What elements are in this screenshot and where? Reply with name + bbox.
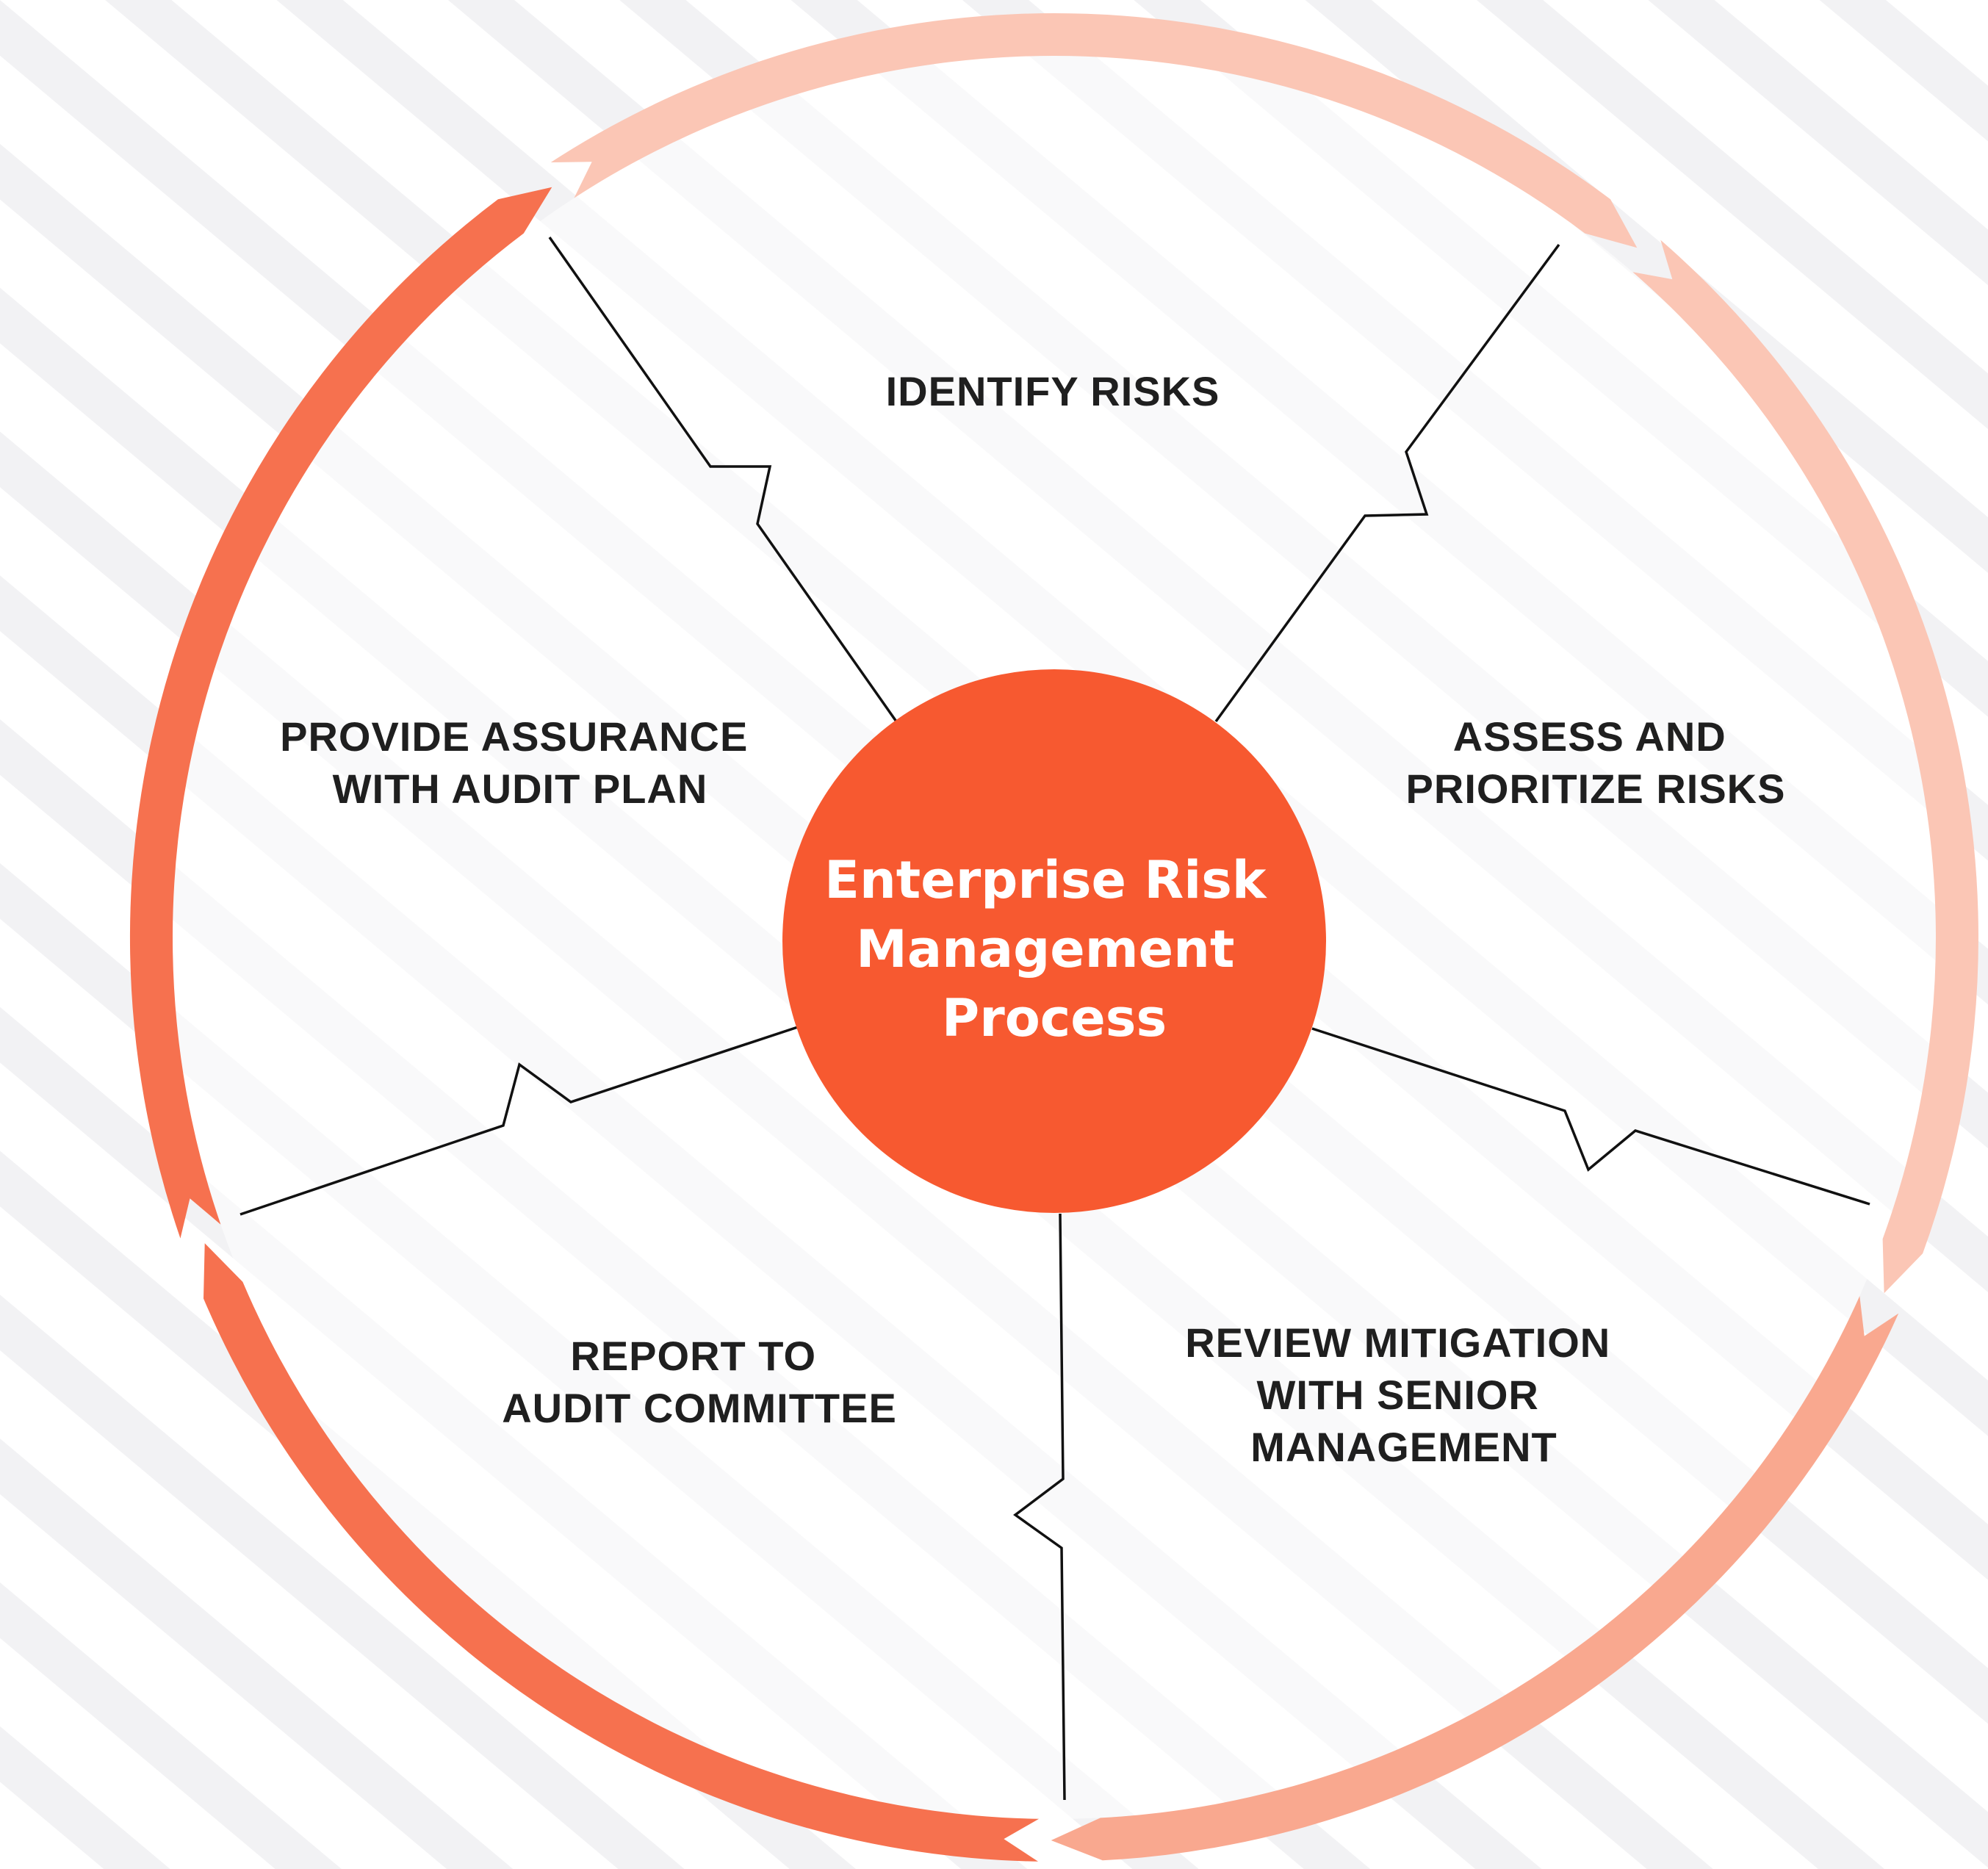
stage-label-report-line-1: REPORT TO: [570, 1333, 816, 1379]
ring-arrow-bottom-left: [204, 1243, 1040, 1862]
center-title: Enterprise Risk Management Process: [824, 850, 1284, 1048]
stage-dividers: [240, 236, 1870, 1801]
divider-line-left: [240, 1026, 799, 1216]
stage-label-assess-and-prioritize: ASSESS AND PRIORITIZE RISKS: [1406, 713, 1786, 812]
ring-arrow-bottom-right: [1051, 1296, 1899, 1861]
center-title-line-1: Enterprise Risk: [824, 850, 1267, 910]
ring-arrow-right: [1632, 240, 1978, 1294]
divider-line-top-right: [1214, 243, 1560, 723]
stage-label-review-line-3: MANAGEMENT: [1250, 1424, 1557, 1470]
stage-label-report-line-2: AUDIT COMMITTEE: [502, 1385, 897, 1431]
stage-label-review-line-2: WITH SENIOR: [1257, 1372, 1539, 1418]
center-hub-circle: [782, 669, 1326, 1213]
divider-line-bottom: [1013, 1213, 1066, 1801]
stage-label-review-line-1: REVIEW MITIGATION: [1185, 1319, 1610, 1366]
stage-label-identify-risks: IDENTIFY RISKS: [886, 368, 1220, 414]
divider-line-right: [1311, 1027, 1870, 1206]
stage-label-assurance-line-1: PROVIDE ASSURANCE: [280, 713, 748, 760]
ring-arrow-top: [550, 12, 1638, 248]
ring-arrow-left: [129, 187, 552, 1239]
stage-label-assess-line-2: PRIORITIZE RISKS: [1406, 766, 1786, 812]
divider-line-top-left: [548, 236, 898, 723]
center-title-line-2: Management: [856, 919, 1234, 979]
stage-label-review-mitigation: REVIEW MITIGATION WITH SENIOR MANAGEMENT: [1185, 1319, 1623, 1470]
stage-label-assurance-line-2: WITH AUDIT PLAN: [333, 766, 708, 812]
stage-label-identify-line-1: IDENTIFY RISKS: [886, 368, 1220, 414]
stage-label-report-to-audit-committee: REPORT TO AUDIT COMMITTEE: [502, 1333, 897, 1431]
center-title-line-3: Process: [942, 988, 1167, 1048]
stage-label-provide-assurance: PROVIDE ASSURANCE WITH AUDIT PLAN: [280, 713, 760, 812]
stage-label-assess-line-1: ASSESS AND: [1453, 713, 1726, 760]
cycle-arrow-ring: [129, 12, 1978, 1862]
